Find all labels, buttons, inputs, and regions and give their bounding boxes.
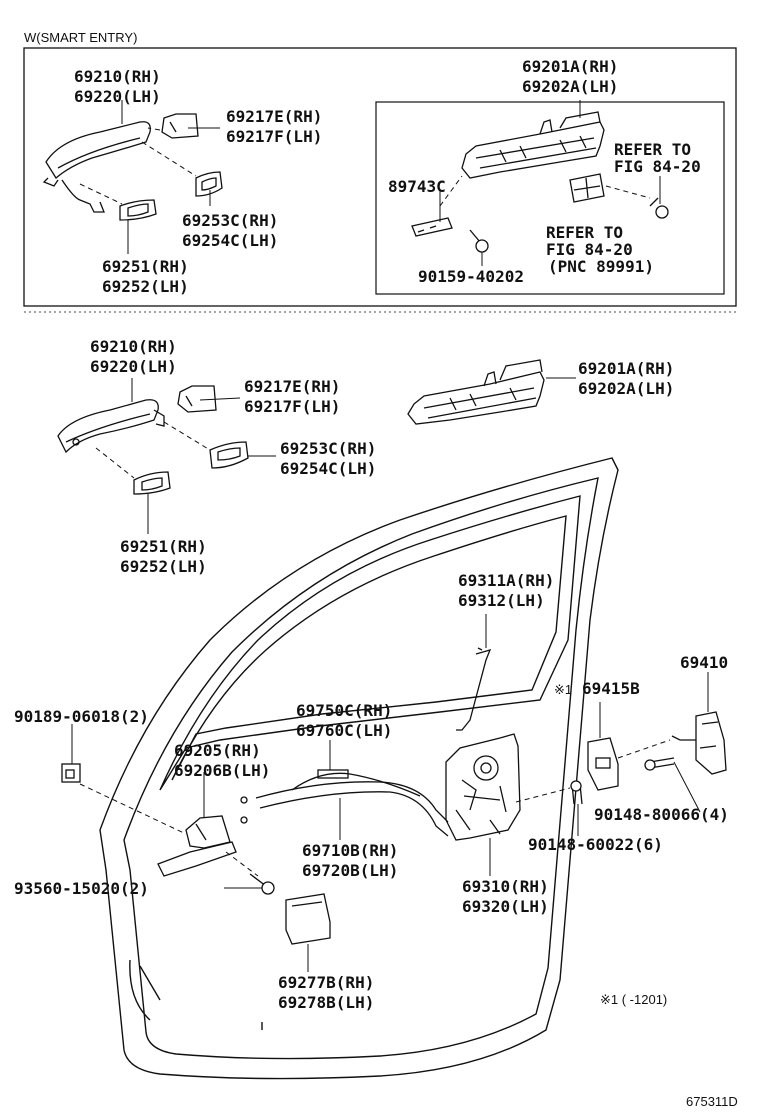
inset-label-refer1-line2: FIG 84-20 bbox=[614, 157, 701, 176]
inset-label-pad-upper-lh: 69254C(LH) bbox=[182, 231, 278, 250]
label-cover-rh: 69217E(RH) bbox=[244, 377, 340, 396]
inset-label-cover-rh: 69217E(RH) bbox=[226, 107, 322, 126]
door-striker bbox=[671, 711, 727, 775]
label-cable-lower-rh: 69710B(RH) bbox=[302, 841, 398, 860]
label-inner-handle-lh: 69206B(LH) bbox=[174, 761, 270, 780]
label-clip-small: 90189-06018(2) bbox=[14, 707, 149, 726]
label-handle-lh: 69220(LH) bbox=[90, 357, 177, 376]
label-cover-lh: 69217F(LH) bbox=[244, 397, 340, 416]
label-screw-handle: 93560-15020(2) bbox=[14, 879, 149, 898]
inset-label-frame-rh: 69201A(RH) bbox=[522, 57, 618, 76]
label-inner-handle-rh: 69205(RH) bbox=[174, 741, 261, 760]
inset-label-pad-upper-rh: 69253C(RH) bbox=[182, 211, 278, 230]
inset-label-handle-lh: 69220(LH) bbox=[74, 87, 161, 106]
inset-screw-bottom bbox=[469, 229, 489, 253]
inset-screw-right bbox=[649, 197, 669, 219]
label-bezel-lh: 69278B(LH) bbox=[278, 993, 374, 1012]
label-cable-upper-rh: 69750C(RH) bbox=[296, 701, 392, 720]
inset-handle-frame bbox=[461, 111, 605, 179]
handle-frame bbox=[407, 359, 545, 425]
label-striker: 69410 bbox=[680, 653, 728, 672]
handle-cover bbox=[177, 385, 217, 413]
release-cables bbox=[240, 769, 449, 837]
inset-label-refer2-line2: FIG 84-20 bbox=[546, 240, 633, 259]
label-lock-rh: 69310(RH) bbox=[462, 877, 549, 896]
label-cable-upper-lh: 69760C(LH) bbox=[296, 721, 392, 740]
label-rod-lh: 69312(LH) bbox=[458, 591, 545, 610]
inset-label-cover-lh: 69217F(LH) bbox=[226, 127, 322, 146]
label-rod-rh: 69311A(RH) bbox=[458, 571, 554, 590]
inset-label-pad-lower-lh: 69252(LH) bbox=[102, 277, 189, 296]
label-pad-lower-rh: 69251(RH) bbox=[120, 537, 207, 556]
inner-handle bbox=[157, 815, 237, 877]
outer-handle bbox=[57, 399, 165, 454]
inset-label-handle-rh: 69210(RH) bbox=[74, 67, 161, 86]
label-pad-upper-lh: 69254C(LH) bbox=[280, 459, 376, 478]
label-screw-lock: 90148-60022(6) bbox=[528, 835, 663, 854]
label-lock-lh: 69320(LH) bbox=[462, 897, 549, 916]
pad-lower bbox=[133, 471, 171, 495]
footnote: ※1 ( -1201) bbox=[600, 992, 667, 1007]
pad-upper bbox=[209, 441, 249, 469]
inset-subbox bbox=[375, 101, 725, 295]
label-bezel-rh: 69277B(RH) bbox=[278, 973, 374, 992]
label-frame-rh: 69201A(RH) bbox=[578, 359, 674, 378]
inset-pad-upper bbox=[195, 171, 223, 197]
label-screw-striker: 90148-80066(4) bbox=[594, 805, 729, 824]
label-shim-mark: ※1 bbox=[554, 682, 572, 697]
inset-box bbox=[23, 47, 737, 307]
striker-screw bbox=[644, 757, 675, 771]
inset-label-screw: 90159-40202 bbox=[418, 267, 524, 286]
inset-label-refer1-line1: REFER TO bbox=[614, 140, 691, 159]
door-lock-assembly bbox=[445, 733, 521, 841]
inset-label-clip: 89743C bbox=[388, 177, 446, 196]
inset-pad-lower bbox=[119, 199, 157, 221]
label-shim: 69415B bbox=[582, 679, 640, 698]
inset-handle-cover bbox=[161, 113, 199, 139]
inset-title: W(SMART ENTRY) bbox=[24, 30, 137, 45]
diagram-id: 675311D bbox=[686, 1094, 738, 1109]
inset-clip bbox=[411, 217, 453, 237]
small-clip bbox=[61, 763, 81, 783]
inset-sensor-module bbox=[569, 173, 605, 203]
label-cable-lower-lh: 69720B(LH) bbox=[302, 861, 398, 880]
inset-outer-handle bbox=[42, 121, 151, 213]
inset-label-refer2-line3: (PNC 89991) bbox=[548, 257, 654, 276]
inset-label-pad-lower-rh: 69251(RH) bbox=[102, 257, 189, 276]
lock-screw bbox=[570, 780, 583, 805]
bezel bbox=[285, 893, 331, 945]
label-pad-upper-rh: 69253C(RH) bbox=[280, 439, 376, 458]
inset-label-refer2-line1: REFER TO bbox=[546, 223, 623, 242]
label-frame-lh: 69202A(LH) bbox=[578, 379, 674, 398]
label-pad-lower-lh: 69252(LH) bbox=[120, 557, 207, 576]
label-handle-rh: 69210(RH) bbox=[90, 337, 177, 356]
striker-shim bbox=[587, 737, 619, 791]
lock-rod bbox=[456, 647, 492, 731]
door-outline bbox=[99, 457, 619, 1080]
handle-screw bbox=[249, 873, 275, 895]
inset-label-frame-lh: 69202A(LH) bbox=[522, 77, 618, 96]
